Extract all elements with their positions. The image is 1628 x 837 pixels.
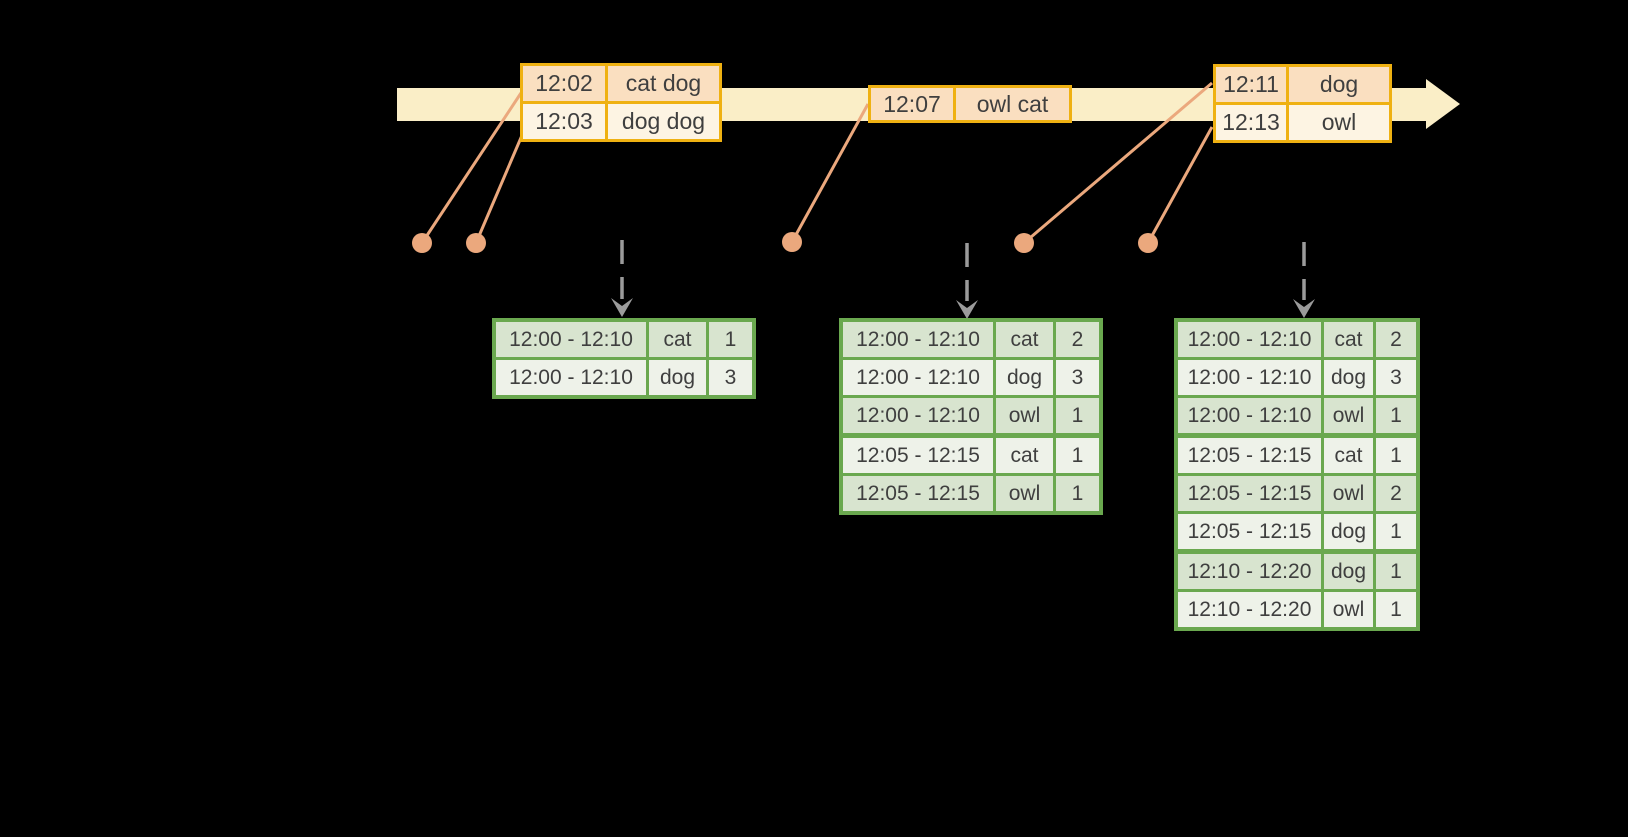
result-row: 12:00 - 12:10 cat 2	[1178, 322, 1416, 357]
event-row: 12:11 dog	[1216, 67, 1389, 102]
event-words-cell: dog dog	[608, 104, 719, 139]
word-cell: owl	[996, 398, 1053, 433]
word-cell: dog	[1324, 514, 1373, 549]
event-connector-line	[790, 103, 870, 243]
event-table-3: 12:11 dog 12:13 owl	[1213, 64, 1392, 143]
timeline-arrowhead-icon	[1426, 79, 1460, 129]
result-row: 12:00 - 12:10 owl 1	[1178, 398, 1416, 433]
event-dot	[466, 233, 486, 253]
window-cell: 12:00 - 12:10	[1178, 322, 1321, 357]
window-cell: 12:00 - 12:10	[496, 322, 646, 357]
count-cell: 1	[1376, 514, 1416, 549]
event-table-1: 12:02 cat dog 12:03 dog dog	[520, 63, 722, 142]
word-cell: owl	[1324, 398, 1373, 433]
count-cell: 2	[1056, 322, 1099, 357]
window-cell: 12:00 - 12:10	[496, 360, 646, 395]
count-cell: 2	[1376, 476, 1416, 511]
result-row: 12:00 - 12:10 owl 1	[843, 398, 1099, 433]
word-cell: dog	[1324, 554, 1373, 589]
event-words-cell: dog	[1289, 67, 1389, 102]
word-cell: dog	[1324, 360, 1373, 395]
count-cell: 3	[1056, 360, 1099, 395]
event-time-cell: 12:03	[523, 104, 605, 139]
word-cell: cat	[996, 322, 1053, 357]
result-row: 12:00 - 12:10 cat 2	[843, 322, 1099, 357]
event-row: 12:07 owl cat	[871, 88, 1069, 120]
event-dot	[782, 232, 802, 252]
count-cell: 1	[1376, 438, 1416, 473]
count-cell: 2	[1376, 322, 1416, 357]
word-cell: cat	[1324, 322, 1373, 357]
word-cell: owl	[1324, 592, 1373, 627]
window-cell: 12:00 - 12:10	[1178, 360, 1321, 395]
window-cell: 12:00 - 12:10	[1178, 398, 1321, 433]
result-row: 12:05 - 12:15 cat 1	[843, 438, 1099, 473]
result-row: 12:10 - 12:20 dog 1	[1178, 554, 1416, 589]
event-time-cell: 12:02	[523, 66, 605, 101]
event-words-cell: owl cat	[956, 88, 1069, 120]
event-connector-line	[1146, 126, 1214, 244]
event-time-cell: 12:07	[871, 88, 953, 120]
word-cell: cat	[649, 322, 706, 357]
result-row: 12:10 - 12:20 owl 1	[1178, 592, 1416, 627]
count-cell: 1	[1376, 398, 1416, 433]
event-row: 12:02 cat dog	[523, 66, 719, 101]
event-row: 12:13 owl	[1216, 105, 1389, 140]
event-words-cell: cat dog	[608, 66, 719, 101]
word-cell: cat	[1324, 438, 1373, 473]
count-cell: 1	[1376, 592, 1416, 627]
window-cell: 12:05 - 12:15	[843, 438, 993, 473]
event-words-cell: owl	[1289, 105, 1389, 140]
window-cell: 12:10 - 12:20	[1178, 592, 1321, 627]
result-row: 12:05 - 12:15 owl 2	[1178, 476, 1416, 511]
window-cell: 12:00 - 12:10	[843, 360, 993, 395]
result-table-2: 12:00 - 12:10 cat 2 12:00 - 12:10 dog 3 …	[839, 318, 1103, 515]
count-cell: 1	[709, 322, 752, 357]
result-row: 12:00 - 12:10 cat 1	[496, 322, 752, 357]
count-cell: 3	[709, 360, 752, 395]
word-cell: cat	[996, 438, 1053, 473]
event-dot	[412, 233, 432, 253]
count-cell: 1	[1056, 398, 1099, 433]
count-cell: 3	[1376, 360, 1416, 395]
trigger-arrowhead-icon	[611, 298, 633, 317]
result-row: 12:05 - 12:15 dog 1	[1178, 514, 1416, 549]
word-cell: dog	[649, 360, 706, 395]
event-table-2: 12:07 owl cat	[868, 85, 1072, 123]
window-cell: 12:00 - 12:10	[843, 322, 993, 357]
result-table-3: 12:00 - 12:10 cat 2 12:00 - 12:10 dog 3 …	[1174, 318, 1420, 631]
window-cell: 12:10 - 12:20	[1178, 554, 1321, 589]
count-cell: 1	[1056, 438, 1099, 473]
window-cell: 12:05 - 12:15	[1178, 438, 1321, 473]
count-cell: 1	[1376, 554, 1416, 589]
window-cell: 12:05 - 12:15	[1178, 476, 1321, 511]
result-row: 12:05 - 12:15 owl 1	[843, 476, 1099, 511]
count-cell: 1	[1056, 476, 1099, 511]
event-dot	[1014, 233, 1034, 253]
event-time-cell: 12:13	[1216, 105, 1286, 140]
trigger-arrowhead-icon	[1293, 299, 1315, 318]
event-connector-line	[474, 132, 525, 244]
window-cell: 12:05 - 12:15	[1178, 514, 1321, 549]
word-cell: dog	[996, 360, 1053, 395]
result-row: 12:00 - 12:10 dog 3	[843, 360, 1099, 395]
event-time-cell: 12:11	[1216, 67, 1286, 102]
event-row: 12:03 dog dog	[523, 104, 719, 139]
trigger-arrowhead-icon	[956, 300, 978, 319]
word-cell: owl	[996, 476, 1053, 511]
result-row: 12:00 - 12:10 dog 3	[496, 360, 752, 395]
word-cell: owl	[1324, 476, 1373, 511]
window-cell: 12:05 - 12:15	[843, 476, 993, 511]
result-row: 12:05 - 12:15 cat 1	[1178, 438, 1416, 473]
result-table-1: 12:00 - 12:10 cat 1 12:00 - 12:10 dog 3	[492, 318, 756, 399]
event-dot	[1138, 233, 1158, 253]
window-cell: 12:00 - 12:10	[843, 398, 993, 433]
result-row: 12:00 - 12:10 dog 3	[1178, 360, 1416, 395]
